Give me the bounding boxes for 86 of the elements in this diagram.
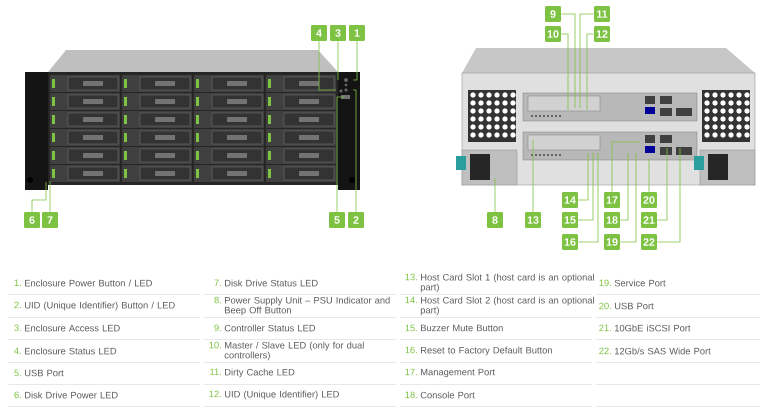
item-number: 21. [599,324,611,332]
item-text: Reset to Factory Default Button [421,346,552,356]
callout-number: 6 [24,212,40,228]
item-number: 5. [14,370,21,376]
item-text: USB Port [614,302,654,310]
item-text: USB Port [25,370,64,376]
leader-line [532,140,534,212]
callout-number: 10 [545,26,561,42]
leader-line [580,14,594,108]
leader-line [352,40,358,80]
item-number: 3. [14,324,21,332]
callout-number: 5 [329,212,345,228]
leader-line [352,90,356,212]
callout-number: 16 [562,234,578,250]
item-number: 11. [210,368,221,376]
leader-line [494,178,496,212]
item-number: 20. [599,302,611,310]
item-number: 1. [14,280,21,286]
item-text: Power Supply Unit – PSU Indicator and Beep Off Button [225,296,390,316]
leader-line [578,152,588,200]
callout-number: 9 [545,6,561,22]
item-number: 19. [599,280,611,286]
item-text: 12Gb/s SAS Wide Port [614,348,711,354]
leader-line [560,34,568,110]
item-number: 14. [405,296,417,304]
item-text: Host Card Slot 2 (host card is an optional part) [420,296,594,316]
callout-number: 2 [348,212,364,228]
item-text: Buzzer Mute Button [421,324,503,332]
item-text: Disk Drive Power LED [25,392,118,398]
item-number: 16. [405,346,417,354]
item-text: UID (Unique Identifier) LED [224,390,339,400]
callout-number: 11 [594,6,610,22]
leader-line [318,40,336,90]
callout-number: 15 [562,212,578,228]
item-number: 12. [209,390,221,398]
leader-line [578,152,598,242]
leader-line [620,152,628,220]
item-number: 9. [214,324,221,332]
item-number: 2. [14,302,21,308]
leader-line [32,182,46,212]
callout-number: 3 [330,25,346,41]
callout-number: 19 [604,234,620,250]
leader-line [336,96,344,212]
callout-number: 14 [562,192,578,208]
item-number: 22. [599,348,611,354]
item-number: 13. [405,274,417,280]
leader-line [656,148,668,220]
item-text: Controller Status LED [224,324,316,332]
item-text: 10GbE iSCSI Port [614,324,690,332]
leader-line [648,158,650,192]
item-number: 4. [14,348,21,354]
item-text: UID (Unique Identifier) Button / LED [25,302,175,310]
item-text: Console Port [420,392,475,398]
item-number: 6. [14,392,21,398]
callout-number: 20 [641,192,657,208]
item-text: Enclosure Status LED [25,348,116,354]
callout-number: 21 [641,212,657,228]
leader-line [656,148,680,242]
item-text: Management Port [421,368,495,378]
item-number: 10. [209,342,221,348]
leader-line [560,14,576,108]
item-text: Master / Slave LED (only for dual controllers) [224,342,364,360]
leader-line [578,152,594,220]
callout-number: 12 [594,26,610,42]
item-number: 7. [214,280,221,286]
item-text: Enclosure Power Button / LED [25,280,152,286]
leader-line [586,34,594,110]
item-number: 18. [405,392,417,398]
item-text: Host Card Slot 1 (host card is an optional part) [420,274,594,292]
callout-number: 7 [42,212,58,228]
item-number: 15. [405,324,417,332]
callout-number: 18 [604,212,620,228]
item-text: Disk Drive Status LED [225,280,318,286]
callout-number: 13 [525,212,541,228]
callout-number: 8 [487,212,503,228]
leader-line [612,142,640,192]
callout-number: 22 [641,234,657,250]
item-number: 17. [405,368,417,376]
item-text: Service Port [614,280,666,286]
callout-number: 1 [349,25,365,41]
callout-number: 4 [311,25,327,41]
callout-number: 17 [604,192,620,208]
item-text: Enclosure Access LED [25,324,120,332]
item-text: Dirty Cache LED [225,368,294,378]
leader-line [620,152,636,242]
item-number: 8. [214,296,221,304]
